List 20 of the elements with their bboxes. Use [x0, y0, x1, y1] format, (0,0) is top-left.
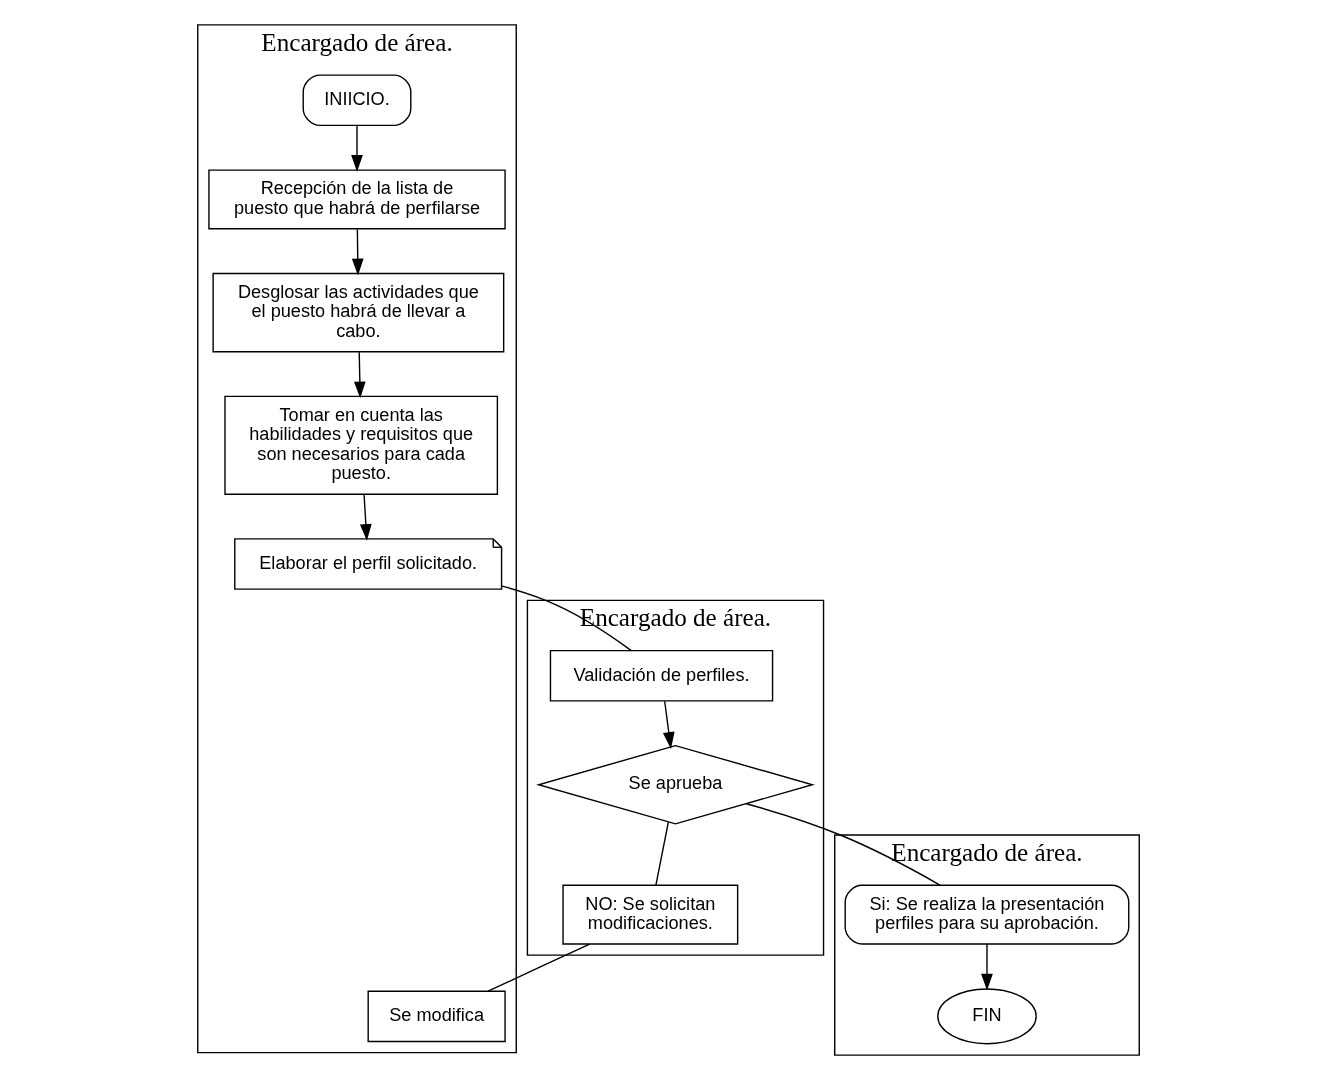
node-box: NO: Se solicitan modificaciones. [561, 884, 738, 945]
arrow [359, 493, 372, 541]
node-box: Desglosar las actividades que el puesto habrá de llevar a cabo. [211, 272, 504, 353]
arrow [353, 351, 366, 399]
node-box: Validación de perfiles. [549, 649, 773, 702]
arrow [351, 228, 364, 276]
connector [486, 943, 590, 992]
node-box: Recepción de la lista de puesto que habrá de perfilarse [207, 169, 506, 230]
arrow [662, 700, 675, 749]
node-box: Tomar en cuenta las habilidades y requisitos que son necesarios para cada puesto. [223, 395, 498, 495]
connector [500, 585, 632, 652]
node-box: INIICIO. [302, 74, 411, 127]
connector [745, 803, 941, 886]
node-box: Si: Se realiza la presentación perfiles para su aprobación. [844, 884, 1129, 945]
arrow [980, 943, 993, 991]
node-diamond: Se aprueba [535, 744, 815, 825]
node-box: Se modifica [367, 990, 506, 1043]
connector [654, 821, 669, 886]
arrow [350, 124, 363, 172]
node-ellipse: FIN [936, 988, 1037, 1045]
